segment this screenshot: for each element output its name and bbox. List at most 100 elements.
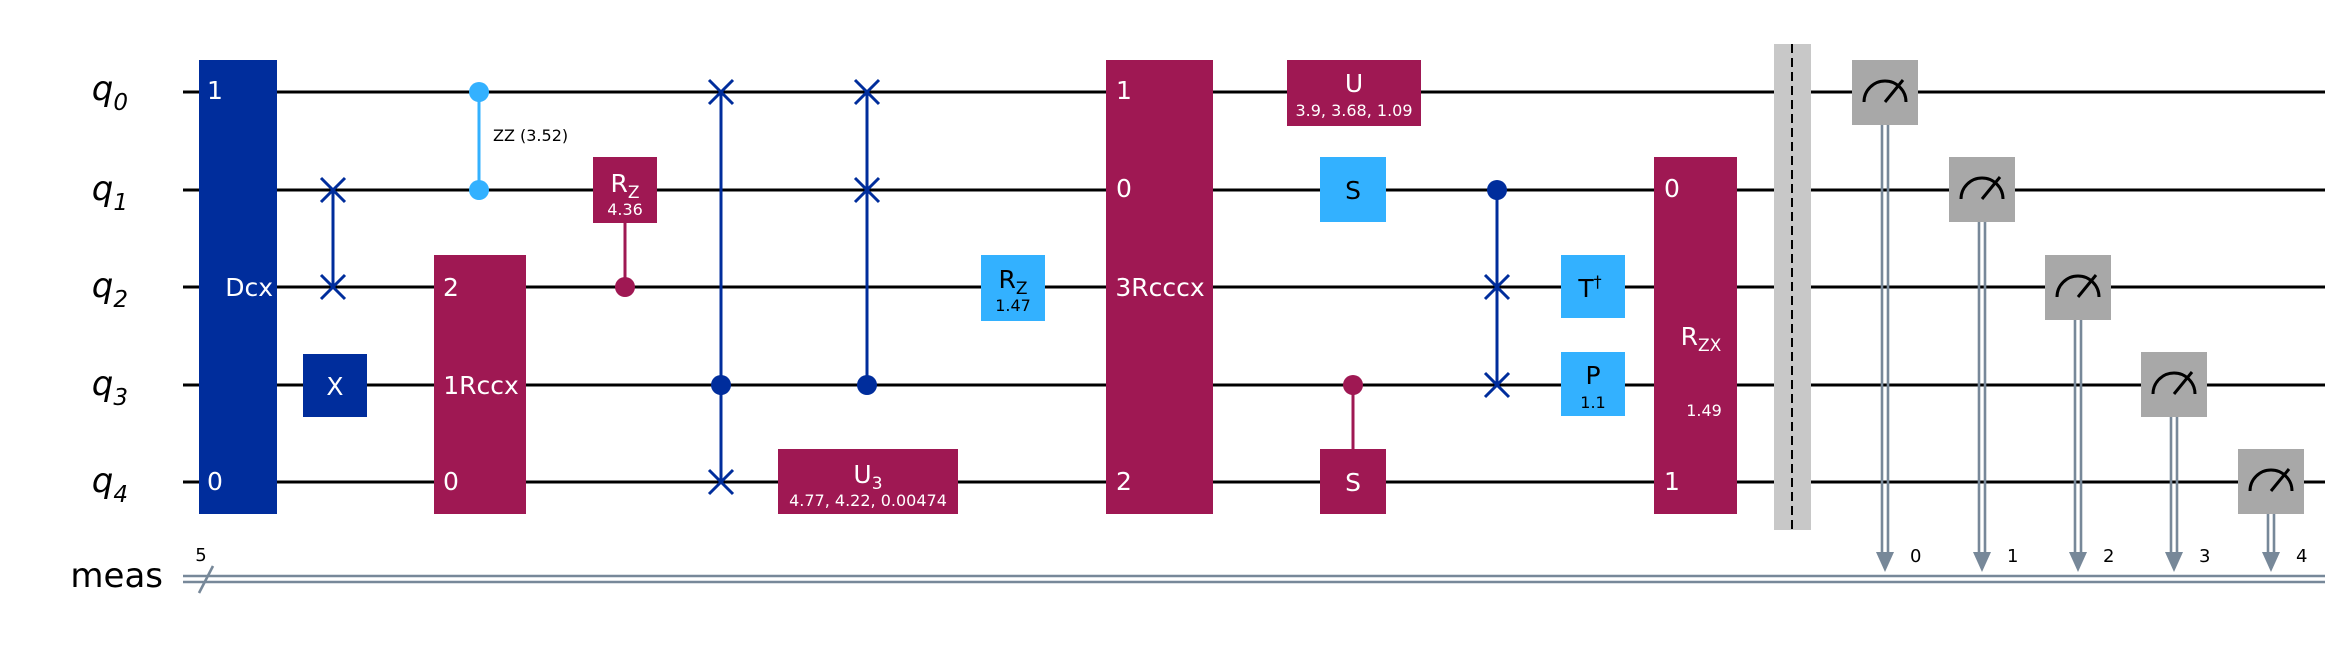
tdg-gate-box <box>1561 255 1625 318</box>
qubit-label-q0: q0 <box>92 69 128 116</box>
measure-gate-box <box>2238 449 2304 514</box>
rzx-gate-param: 1.49 <box>1686 401 1722 420</box>
rz-gate-q2: RZ 1.47 <box>981 255 1045 321</box>
x-gate-label: X <box>326 372 343 401</box>
s-gate-label: S <box>1345 468 1361 497</box>
arrow-down-icon <box>2262 552 2280 572</box>
rcccx-gate: 1 0 2 3Rcccx <box>1106 60 1213 514</box>
qubit-label-q1: q1 <box>92 169 128 216</box>
p-gate: P 1.1 <box>1561 352 1625 416</box>
rccx-gate-box <box>434 255 526 514</box>
measure-bit-label: 4 <box>2296 546 2307 567</box>
x-gate-box <box>303 354 367 417</box>
qubit-label-q2: q2 <box>92 266 128 313</box>
u-gate-box <box>1287 60 1421 126</box>
rzx-gate-label: RZX <box>1681 322 1722 356</box>
rz-gate-param: 1.47 <box>995 296 1031 315</box>
u3-gate-param: 4.77, 4.22, 0.00474 <box>789 491 947 510</box>
rcccx-pin-q0: 1 <box>1116 76 1132 105</box>
rccx-pin-bottom: 0 <box>443 467 459 496</box>
swap-q1-q2 <box>319 176 347 301</box>
cswap-q2-q3 <box>1483 180 1511 399</box>
meter-icon <box>1959 176 2005 200</box>
rz-gate-label: RZ <box>998 265 1027 299</box>
rccx-pin-top: 2 <box>443 273 459 302</box>
meter-needle <box>2172 371 2194 395</box>
dcx-gate: 1 0 Dcx <box>199 60 277 514</box>
meter-needle <box>2076 274 2098 298</box>
u-gate-param: 3.9, 3.68, 1.09 <box>1295 101 1412 120</box>
s-gate-label: S <box>1345 176 1361 205</box>
classical-register-label: meas <box>70 556 163 596</box>
rzx-gate-box <box>1654 157 1737 514</box>
dcx-gate-label: Dcx <box>225 273 273 302</box>
meter-icon <box>2248 468 2294 492</box>
p-gate-box <box>1561 352 1625 416</box>
swap-q0-q4 <box>707 78 735 496</box>
control-dot-icon <box>615 277 635 297</box>
swap-x-icon <box>853 78 881 106</box>
u3-gate-label: U3 <box>853 460 882 494</box>
meter-icon <box>2055 274 2101 298</box>
u3-gate-box <box>778 449 958 514</box>
tdg-gate-label: T† <box>1577 272 1601 303</box>
controlled-rz-gate: RZ 4.36 <box>593 157 657 297</box>
cswap-q0-q1 <box>853 78 881 395</box>
zz-gate-label: ZZ (3.52) <box>493 126 568 145</box>
classical-register: 5 <box>183 545 2325 594</box>
qubit-label-q3: q3 <box>92 364 128 411</box>
zz-gate: ZZ (3.52) <box>469 82 568 200</box>
rzx-pin-bottom: 1 <box>1664 467 1680 496</box>
qubit-label-q4: q4 <box>92 461 128 508</box>
measure-bit-label: 3 <box>2199 546 2210 567</box>
control-dot-icon <box>711 375 731 395</box>
rcccx-pin-q1: 0 <box>1116 174 1132 203</box>
swap-x-icon <box>853 176 881 204</box>
control-dot-icon <box>1343 375 1363 395</box>
measure-bit-label: 0 <box>1910 546 1921 567</box>
measure-gate-box <box>1949 157 2015 222</box>
rccx-gate-label: 1Rccx <box>443 371 519 400</box>
register-slash-icon <box>197 565 215 594</box>
measure-gate-box <box>2141 352 2207 417</box>
p-gate-label: P <box>1585 361 1600 390</box>
meter-needle <box>1980 176 2002 200</box>
rcccx-pin-q4: 2 <box>1116 467 1132 496</box>
measure-bit-label: 1 <box>2007 546 2018 567</box>
x-gate: X <box>303 354 367 417</box>
swap-x-icon <box>319 176 347 204</box>
rccx-gate: 2 0 1Rccx <box>434 255 526 514</box>
rcccx-gate-box <box>1106 60 1213 514</box>
measure-q4: 4 <box>2238 449 2307 572</box>
swap-x-icon <box>707 468 735 496</box>
rz-gate-box <box>981 255 1045 321</box>
u-gate: U 3.9, 3.68, 1.09 <box>1287 60 1421 126</box>
meter-icon <box>1862 79 1908 103</box>
swap-x-icon <box>1483 371 1511 399</box>
swap-x-icon <box>707 78 735 106</box>
tdg-gate: T† <box>1561 255 1625 318</box>
meter-needle <box>1883 79 1905 103</box>
control-dot-icon <box>469 82 489 102</box>
control-dot-icon <box>1487 180 1507 200</box>
controlled-s-gate: S <box>1320 375 1386 514</box>
meter-icon <box>2151 371 2197 395</box>
dcx-gate-box <box>199 60 277 514</box>
swap-x-icon <box>1483 273 1511 301</box>
measure-q3: 3 <box>2141 352 2210 572</box>
u-gate-label: U <box>1345 69 1363 98</box>
measure-bit-label: 2 <box>2103 546 2114 567</box>
dcx-pin-top: 1 <box>207 76 223 105</box>
swap-x-icon <box>319 273 347 301</box>
arrow-down-icon <box>2165 552 2183 572</box>
arrow-down-icon <box>2069 552 2087 572</box>
rz-gate-label: RZ <box>610 169 639 203</box>
rzx-gate: 0 1 RZX 1.49 <box>1654 157 1737 514</box>
meter-needle <box>2269 468 2291 492</box>
rz-gate-param: 4.36 <box>607 200 643 219</box>
p-gate-param: 1.1 <box>1580 393 1605 412</box>
s-gate-q1: S <box>1320 157 1386 222</box>
control-dot-icon <box>469 180 489 200</box>
dcx-pin-bottom: 0 <box>207 467 223 496</box>
